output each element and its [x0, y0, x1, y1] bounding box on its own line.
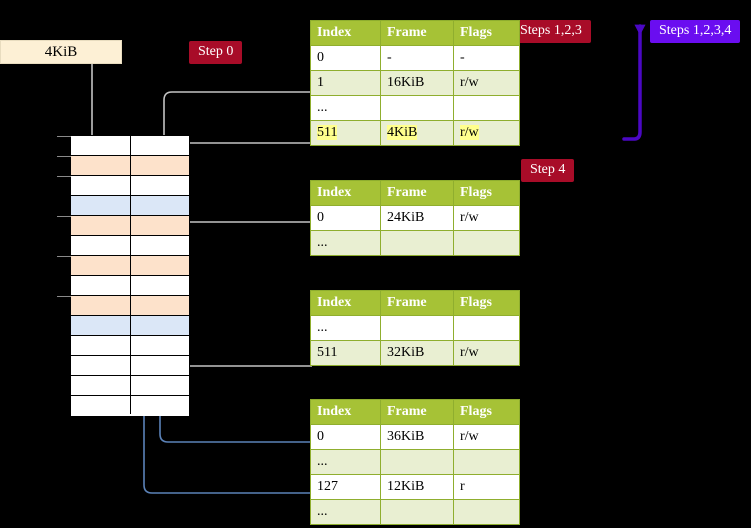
arrow-level1-row0-to-memory [178, 221, 312, 258]
size-label-4kib: 4KiB [0, 40, 122, 64]
arrow-level0-row1-to-memory [164, 91, 312, 148]
table-cell: 511 [310, 340, 381, 366]
table-cell: - [380, 45, 454, 71]
table-cell [380, 499, 454, 525]
table-row: ... [310, 499, 520, 525]
table-cell: ... [310, 95, 381, 121]
memory-row-tick [57, 256, 71, 257]
table-cell: ... [310, 230, 381, 256]
table-cell [380, 315, 454, 341]
column-header-frame: Frame [380, 290, 454, 316]
table-cell: r/w [453, 120, 520, 146]
column-header-index: Index [310, 180, 381, 206]
table-row: ... [310, 95, 520, 121]
table-row: 0-- [310, 45, 520, 71]
badge-step-4: Step 4 [521, 159, 575, 182]
memory-row-tick [57, 136, 71, 137]
column-header-index: Index [310, 399, 381, 425]
column-header-flags: Flags [453, 20, 520, 46]
memory-row-tick [57, 216, 71, 217]
table-cell [380, 95, 454, 121]
arrow-level2-row511-to-memory [178, 305, 312, 367]
table-cell: r [453, 474, 520, 500]
table-cell: 1 [310, 70, 381, 96]
table-cell: - [453, 45, 520, 71]
table-cell: r/w [453, 424, 520, 450]
arrow-steps-bracket [622, 24, 640, 141]
table-cell: 0 [310, 424, 381, 450]
badge-step-0: Step 0 [189, 41, 243, 64]
table-cell [453, 499, 520, 525]
memory-row-tick [57, 296, 71, 297]
table-cell: r/w [453, 70, 520, 96]
table-cell: 0 [310, 205, 381, 231]
arrow-level3-row127-to-memory [144, 332, 312, 494]
column-header-flags: Flags [453, 290, 520, 316]
badge-steps-1234: Steps 1,2,3,4 [650, 20, 741, 43]
table-cell: 36KiB [380, 424, 454, 450]
column-header-index: Index [310, 20, 381, 46]
table-cell [380, 449, 454, 475]
table-cell: ... [310, 315, 381, 341]
table-cell: 0 [310, 45, 381, 71]
column-header-flags: Flags [453, 399, 520, 425]
table-cell: 4KiB [380, 120, 454, 146]
table-cell: 32KiB [380, 340, 454, 366]
arrow-level3-row0-to-memory [160, 210, 312, 443]
table-cell: r/w [453, 205, 520, 231]
table-row: ... [310, 315, 520, 341]
table-cell: ... [310, 499, 381, 525]
column-header-flags: Flags [453, 180, 520, 206]
physical-memory-column [57, 135, 190, 416]
table-cell: 24KiB [380, 205, 454, 231]
table-cell: 127 [310, 474, 381, 500]
table-cell [453, 315, 520, 341]
badge-steps-123: Steps 1,2,3 [511, 20, 591, 43]
table-cell: 511 [310, 120, 381, 146]
table-cell [453, 449, 520, 475]
table-cell [453, 95, 520, 121]
memory-row-tick [57, 176, 71, 177]
column-header-index: Index [310, 290, 381, 316]
table-cell: ... [310, 449, 381, 475]
column-header-frame: Frame [380, 20, 454, 46]
arrow-level0-row511-to-memory [178, 142, 312, 158]
column-header-frame: Frame [380, 180, 454, 206]
column-header-frame: Frame [380, 399, 454, 425]
table-row: ... [310, 449, 520, 475]
memory-column-divider [130, 136, 131, 414]
table-cell [453, 230, 520, 256]
table-cell: 12KiB [380, 474, 454, 500]
table-cell: 16KiB [380, 70, 454, 96]
table-cell: r/w [453, 340, 520, 366]
memory-row-tick [57, 156, 71, 157]
table-row: ... [310, 230, 520, 256]
table-cell [380, 230, 454, 256]
